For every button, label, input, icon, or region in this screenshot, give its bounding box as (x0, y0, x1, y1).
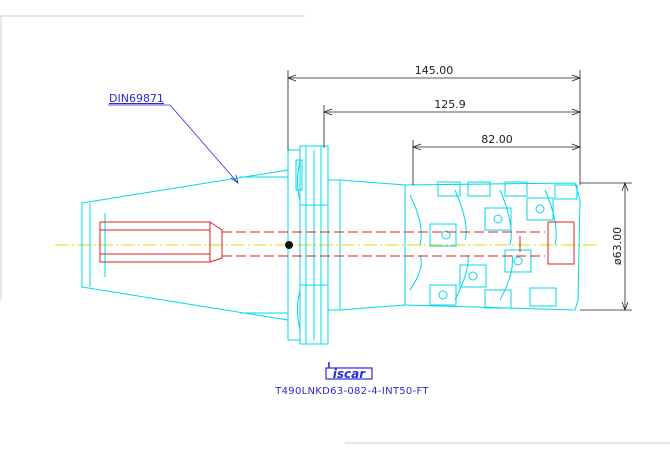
dimension-125 (322, 105, 582, 148)
brand-logo-text: iscar (333, 367, 366, 381)
cutting-head (404, 181, 581, 311)
dimension-diameter (580, 181, 632, 312)
dimension-length-3: 82.00 (481, 133, 513, 146)
dimension-length-2: 125.9 (434, 98, 466, 111)
part-number: T490LNKD63-082-4-INT50-FT (274, 386, 429, 397)
callout-leader (169, 104, 239, 184)
internal-bore (99, 221, 575, 265)
dimension-145 (286, 70, 582, 185)
callout-label: DIN69871 (109, 92, 164, 105)
body-neck (328, 179, 406, 311)
dimension-overall-length: 145.00 (415, 64, 454, 77)
brand-logo: iscar (325, 362, 373, 381)
dimension-82 (411, 140, 582, 185)
callout-arrow (230, 174, 239, 184)
flange (287, 145, 329, 345)
origin-marker (285, 241, 293, 249)
dimension-diameter-label: ø63.00 (611, 227, 624, 265)
